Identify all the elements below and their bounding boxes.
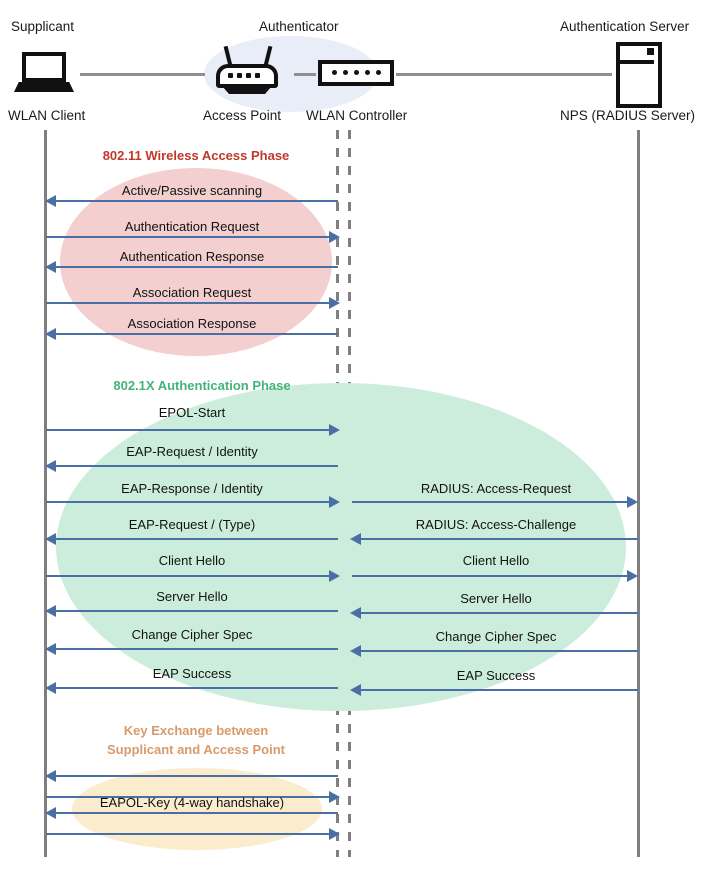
phase-8021x-blob [56, 383, 626, 711]
msg-arrow-line [46, 200, 338, 202]
msg-arrow-line [46, 648, 338, 650]
msg-arrow-line [46, 575, 334, 577]
msg-label: Authentication Response [119, 249, 265, 264]
msg-label: Authentication Request [124, 219, 260, 234]
msg-label: Client Hello [158, 553, 226, 568]
arrow-head-right-icon [627, 496, 638, 508]
arrow-head-left-icon [45, 533, 56, 545]
msg-arrow-line [356, 538, 638, 540]
arrow-head-left-icon [45, 605, 56, 617]
msg-label: Server Hello [156, 589, 228, 604]
arrow-head-right-icon [329, 424, 340, 436]
arrow-head-left-icon [45, 770, 56, 782]
msg-label: Client Hello [462, 553, 530, 568]
msg-arrow-line [352, 575, 631, 577]
msg-label-eapol-key: EAPOL-Key (4-way handshake) [99, 795, 285, 810]
msg-label: EAP-Request / (Type) [128, 517, 256, 532]
msg-label: EAP Success [456, 668, 536, 683]
role-title-supplicant: Supplicant [11, 19, 75, 34]
server-icon [616, 42, 662, 108]
lifeline-supplicant [44, 130, 47, 857]
msg-label: RADIUS: Access-Request [420, 481, 572, 496]
device-label-wlan-client: WLAN Client [8, 108, 86, 123]
msg-arrow-line [356, 612, 638, 614]
arrow-head-left-icon [350, 645, 361, 657]
arrow-head-left-icon [45, 460, 56, 472]
arrow-head-left-icon [45, 807, 56, 819]
msg-arrow-line [46, 429, 334, 431]
msg-label: EAP-Request / Identity [126, 444, 258, 459]
role-title-authenticator: Authenticator [259, 19, 339, 34]
msg-arrow-line [46, 465, 338, 467]
arrow-head-left-icon [45, 643, 56, 655]
msg-label: Association Response [127, 316, 257, 331]
arrow-head-left-icon [45, 682, 56, 694]
arrow-head-left-icon [45, 261, 56, 273]
msg-arrow-line [356, 689, 638, 691]
laptop-icon [14, 52, 74, 94]
msg-arrow-line [46, 833, 334, 835]
role-title-auth-server: Authentication Server [560, 19, 690, 34]
msg-label: Association Request [132, 285, 252, 300]
wire-ap-controller [294, 73, 316, 76]
msg-label: EAP-Response / Identity [121, 481, 263, 496]
arrow-head-right-icon [627, 570, 638, 582]
msg-arrow-line [46, 812, 338, 814]
msg-arrow-line [46, 775, 338, 777]
arrow-head-left-icon [350, 607, 361, 619]
arrow-head-right-icon [329, 496, 340, 508]
arrow-head-left-icon [350, 533, 361, 545]
arrow-head-right-icon [329, 297, 340, 309]
msg-arrow-line [46, 687, 338, 689]
phase-title-8021x: 802.1X Authentication Phase [113, 378, 291, 393]
msg-label: Change Cipher Spec [131, 627, 253, 642]
msg-label: RADIUS: Access-Challenge [415, 517, 577, 532]
msg-arrow-line [46, 501, 334, 503]
device-label-access-point: Access Point [203, 108, 282, 123]
msg-arrow-line [46, 538, 338, 540]
msg-label: Change Cipher Spec [435, 629, 557, 644]
phase-key-blob [72, 768, 322, 850]
arrow-head-right-icon [329, 231, 340, 243]
msg-label: Active/Passive scanning [121, 183, 263, 198]
msg-arrow-line [46, 796, 334, 798]
msg-arrow-line [46, 333, 338, 335]
wire-controller-server [396, 73, 612, 76]
msg-arrow-line [46, 236, 334, 238]
phase-80211-blob [60, 168, 332, 356]
msg-label: EPOL-Start [158, 405, 226, 420]
arrow-head-left-icon [350, 684, 361, 696]
msg-label: Server Hello [460, 591, 532, 606]
arrow-head-left-icon [45, 195, 56, 207]
phase-title-key-exchange: Key Exchange between Supplicant and Acce… [107, 723, 285, 757]
access-point-icon [216, 45, 278, 96]
arrow-head-right-icon [329, 791, 340, 803]
arrow-head-left-icon [45, 328, 56, 340]
lifeline-auth-server [637, 130, 640, 857]
wire-client-ap [80, 73, 205, 76]
msg-arrow-line [46, 302, 334, 304]
msg-arrow-line [46, 266, 338, 268]
device-label-wlan-controller: WLAN Controller [306, 108, 408, 123]
arrow-head-right-icon [329, 828, 340, 840]
arrow-head-right-icon [329, 570, 340, 582]
wlan-controller-icon [318, 60, 394, 86]
device-label-nps-radius-server: NPS (RADIUS Server) [560, 108, 696, 123]
msg-arrow-line [352, 501, 631, 503]
msg-label: EAP Success [152, 666, 232, 681]
msg-arrow-line [46, 610, 338, 612]
phase-title-80211: 802.11 Wireless Access Phase [102, 148, 290, 163]
msg-arrow-line [356, 650, 638, 652]
